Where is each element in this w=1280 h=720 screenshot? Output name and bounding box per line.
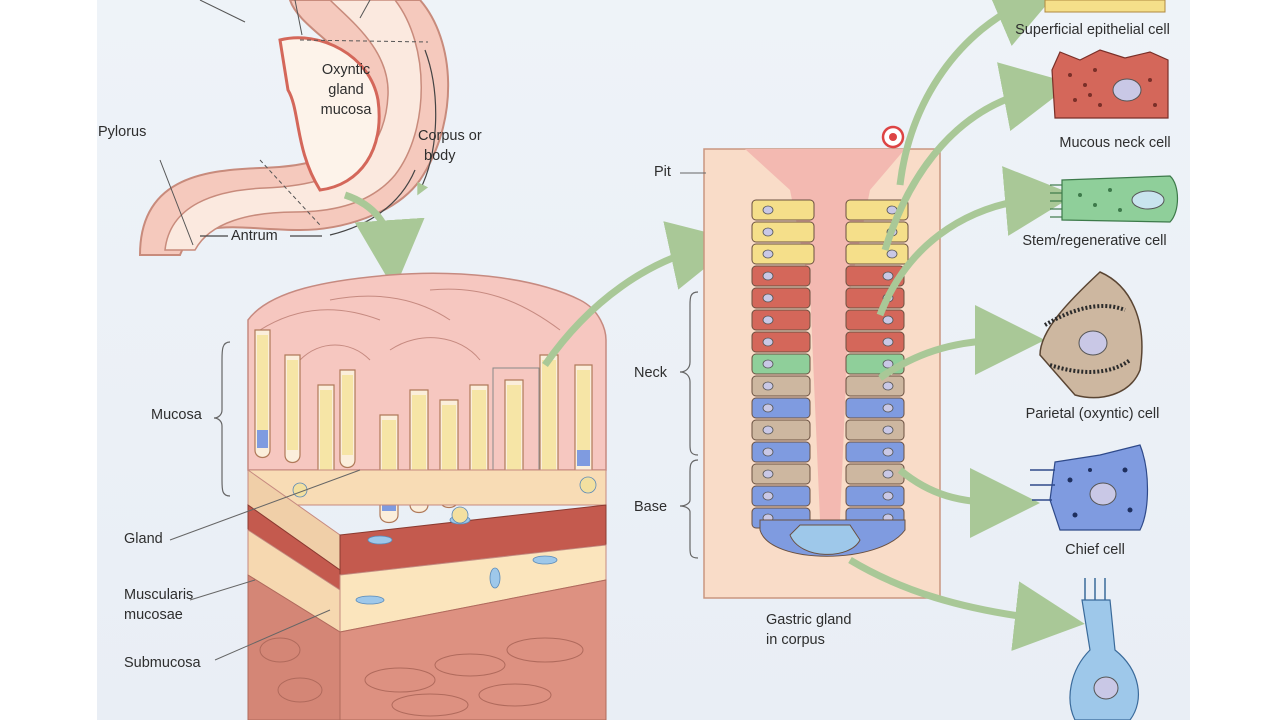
gland-cell — [845, 243, 909, 265]
gland-cell-nucleus — [762, 381, 774, 391]
gland-cell — [751, 265, 811, 287]
gland-cell-nucleus — [882, 359, 894, 369]
parietal-cell-label: Parietal (oxyntic) cell — [1025, 406, 1160, 422]
oxyntic-line-2: gland — [328, 82, 364, 98]
gland-cell — [845, 331, 905, 353]
neck-label: Neck — [634, 365, 668, 381]
gastric-gland — [679, 125, 941, 599]
gland-cell — [751, 309, 811, 331]
gland-cell-nucleus — [762, 337, 774, 347]
gland-cell-nucleus — [762, 469, 774, 479]
gland-cell — [751, 441, 811, 463]
gland-cell — [845, 419, 905, 441]
gland-cell — [751, 199, 815, 221]
corpus-line-2: body — [424, 148, 456, 164]
gland-cell-nucleus — [886, 249, 898, 259]
gland-cell-nucleus — [882, 381, 894, 391]
gland-cell-nucleus — [882, 447, 894, 457]
gland-caption-line-2: in corpus — [766, 632, 825, 648]
corpus-label: Corpus or body — [418, 126, 518, 166]
oxyntic-line-1: Oxyntic — [321, 62, 371, 78]
left-margin — [0, 0, 97, 720]
gland-cell — [845, 397, 905, 419]
gland-cell — [845, 287, 905, 309]
submucosa-label: Submucosa — [124, 655, 201, 671]
gland-cell — [845, 441, 905, 463]
gland-cell-nucleus — [882, 315, 894, 325]
gland-label: Gland — [124, 531, 163, 547]
gland-cell — [845, 375, 905, 397]
gland-cell-nucleus — [762, 403, 774, 413]
mucous-neck-cell-icon — [1051, 49, 1169, 119]
gland-cell-nucleus — [762, 359, 774, 369]
gland-cell-nucleus — [762, 491, 774, 501]
gland-cell — [751, 375, 811, 397]
gland-cell — [751, 397, 811, 419]
gland-cell-nucleus — [762, 293, 774, 303]
gland-cell-nucleus — [762, 205, 774, 215]
gland-cell — [751, 287, 811, 309]
oxyntic-line-3: mucosa — [320, 102, 372, 118]
mucous-neck-cell-label: Mucous neck cell — [1059, 135, 1171, 151]
stem-regenerative-cell-icon — [1050, 175, 1179, 223]
stomach-illustration — [138, 0, 450, 290]
superficial-epithelial-cell-icon — [1044, 0, 1166, 13]
gland-cell-nucleus — [882, 491, 894, 501]
base-label: Base — [634, 499, 668, 515]
gland-cell — [845, 309, 905, 331]
gland-cell-nucleus — [882, 337, 894, 347]
gland-cell — [751, 243, 815, 265]
gastric-gland-caption: Gastric gland in corpus — [740, 610, 870, 650]
gland-cell — [751, 331, 811, 353]
pit-label: Pit — [654, 164, 671, 180]
stem-regenerative-cell-label: Stem/regenerative cell — [1022, 233, 1167, 249]
mucosa-label: Mucosa — [151, 407, 202, 423]
gland-cell — [751, 419, 811, 441]
gland-cell-nucleus — [762, 447, 774, 457]
muscularis-line-1: Muscularis — [124, 587, 194, 603]
gland-cell — [845, 485, 905, 507]
gland-cell-nucleus — [882, 425, 894, 435]
mucosa-block — [169, 221, 740, 720]
chief-cell-icon — [1030, 444, 1149, 531]
pylorus-label: Pylorus — [98, 124, 147, 140]
gland-cell — [751, 353, 811, 375]
muscularis-line-2: mucosae — [124, 607, 183, 623]
gland-cell — [845, 199, 909, 221]
chief-cell-label: Chief cell — [1065, 542, 1125, 558]
gland-cell-nucleus — [762, 425, 774, 435]
gland-cell-nucleus — [762, 315, 774, 325]
right-margin — [1190, 0, 1280, 720]
superficial-epithelial-cell-label: Superficial epithelial cell — [1015, 22, 1170, 38]
gland-cells — [751, 199, 909, 557]
gland-cell — [845, 221, 909, 243]
gland-cell — [751, 221, 815, 243]
antrum-label: Antrum — [231, 228, 278, 244]
gland-cell-nucleus — [762, 249, 774, 259]
gland-cell-nucleus — [882, 469, 894, 479]
muscularis-mucosae-label: Muscularis mucosae — [124, 585, 193, 625]
gland-cell — [845, 463, 905, 485]
gland-cell — [751, 485, 811, 507]
gland-caption-line-1: Gastric gland — [766, 612, 852, 628]
endocrine-cell-icon — [1069, 578, 1139, 720]
gland-cell-nucleus — [762, 271, 774, 281]
parietal-cell-icon — [1039, 271, 1143, 399]
corpus-line-1: Corpus or — [418, 128, 482, 144]
gland-cell — [751, 463, 811, 485]
gland-cell-nucleus — [882, 271, 894, 281]
gland-endocrine-cells — [789, 524, 861, 555]
gland-cell-nucleus — [882, 403, 894, 413]
gland-cell-nucleus — [762, 227, 774, 237]
oxyntic-gland-mucosa-label: Oxyntic gland mucosa — [306, 60, 386, 120]
cell-arrows — [848, 0, 1085, 651]
